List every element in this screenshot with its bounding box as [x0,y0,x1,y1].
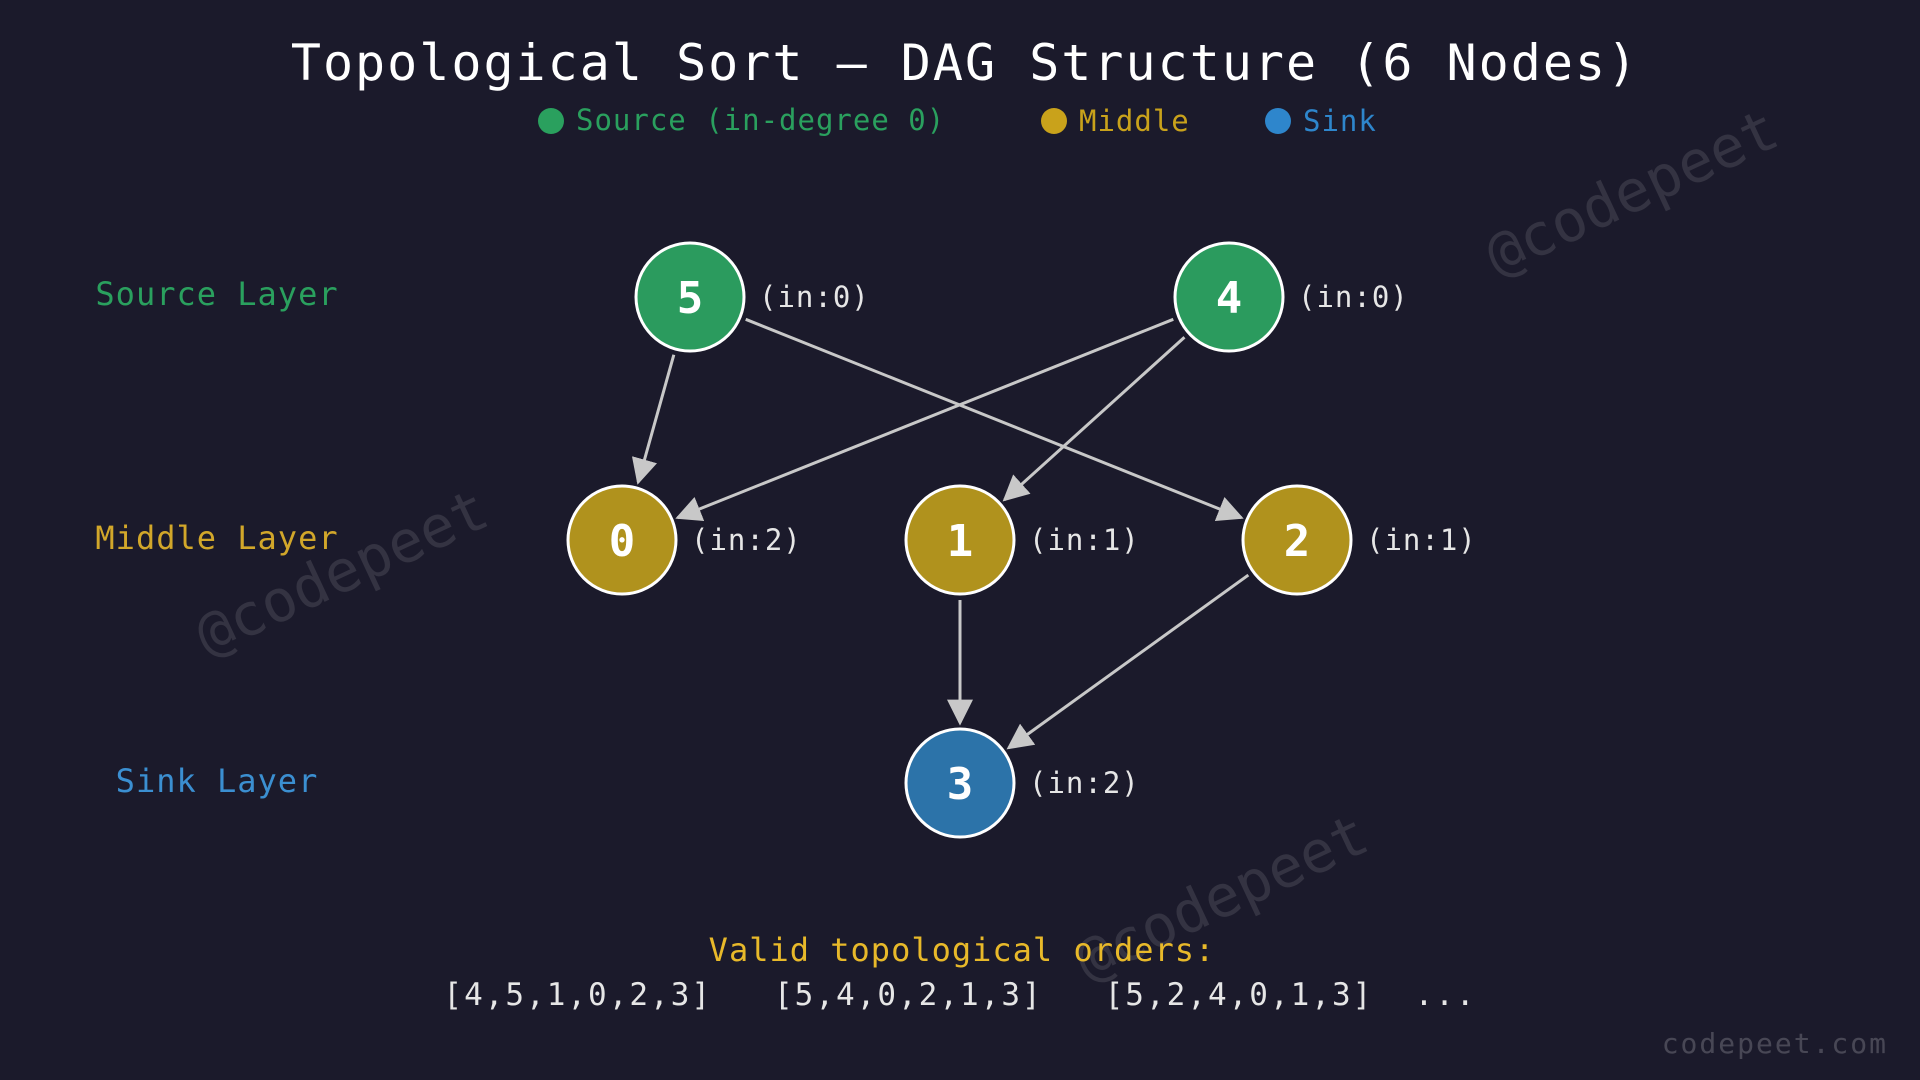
legend: Source (in-degree 0) Middle Sink [538,103,1377,138]
node-4: 4 (in:0) [1173,241,1409,353]
diagram-title: Topological Sort — DAG Structure (6 Node… [291,34,1639,92]
node-circle-0 [566,484,678,596]
legend-sink-swatch [1265,108,1291,134]
watermark-top-right: @codepeet [1475,95,1789,289]
node-label-5: 5 [677,273,704,324]
node-circle-2 [1241,484,1353,596]
nodes: 5 (in:0) 4 (in:0) 0 (in:2) 1 (in:1) 2 (in:1) 3 (in:… [566,241,1477,839]
node-label-0: 0 [609,516,636,567]
node-label-4: 4 [1216,273,1243,324]
node-indegree-0: (in:2) [691,523,802,557]
watermark-left: @codepeet [185,475,499,669]
legend-source-swatch [538,108,564,134]
layer-label-source: Source Layer [95,275,338,313]
node-indegree-1: (in:1) [1029,523,1140,557]
node-indegree-4: (in:0) [1298,280,1409,314]
edge-4-to-0 [675,317,1174,522]
node-label-1: 1 [947,516,974,567]
layer-label-sink: Sink Layer [116,762,319,800]
edge-4-to-1 [1002,336,1186,502]
node-indegree-2: (in:1) [1366,523,1477,557]
valid-orders-title: Valid topological orders: [709,931,1216,969]
legend-middle-swatch [1041,108,1067,134]
legend-source-label: Source (in-degree 0) [576,103,945,137]
node-0: 0 (in:2) [566,484,802,596]
node-circle-1 [904,484,1016,596]
node-3: 3 (in:2) [904,727,1140,839]
edge-5-to-0 [631,354,676,485]
node-label-2: 2 [1284,516,1311,567]
edges [631,317,1250,750]
edge-5-to-2 [745,317,1244,522]
node-indegree-5: (in:0) [759,280,870,314]
node-2: 2 (in:1) [1241,484,1477,596]
node-circle-4 [1173,241,1285,353]
node-1: 1 (in:1) [904,484,1140,596]
legend-middle-label: Middle [1079,104,1190,138]
node-label-3: 3 [947,759,974,810]
footer-site: codepeet.com [1662,1027,1888,1060]
edge-2-to-3 [1006,573,1250,750]
node-circle-3 [904,727,1016,839]
node-circle-5 [634,241,746,353]
valid-orders-list: [4,5,1,0,2,3] [5,4,0,2,1,3] [5,2,4,0,1,3… [443,977,1476,1013]
node-indegree-3: (in:2) [1029,766,1140,800]
layer-label-middle: Middle Layer [95,519,338,557]
legend-sink-label: Sink [1303,104,1377,138]
node-5: 5 (in:0) [634,241,870,353]
